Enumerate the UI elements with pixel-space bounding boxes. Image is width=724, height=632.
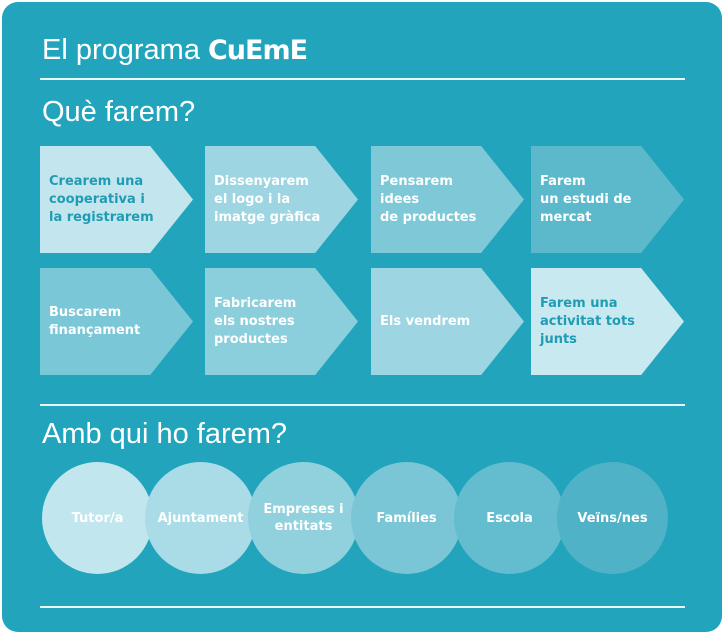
section-title-who: Amb qui ho farem?	[42, 418, 288, 450]
step-label: Farem una activitat tots junts	[540, 295, 635, 347]
step-label: Els vendrem	[380, 313, 471, 329]
cueme-logo: CuEmE	[207, 35, 308, 66]
step-label: Farem un estudi de mercat	[540, 173, 632, 225]
partner-circle: Escola	[454, 462, 565, 574]
divider	[40, 606, 685, 608]
step-label: Dissenyarem el logo i la imatge gràfica	[214, 173, 321, 225]
partner-circle: Famílies	[351, 462, 462, 574]
step-label: Buscarem finançament	[49, 304, 141, 338]
section-title-what: Què farem?	[42, 96, 196, 128]
partner-circle: Ajuntament	[145, 462, 256, 574]
step-label: Crearem una cooperativa i la registrarem	[49, 173, 154, 225]
partner-circle: Veïns/nes	[557, 462, 668, 574]
divider	[40, 78, 685, 80]
partner-circle: Tutor/a	[42, 462, 153, 574]
divider	[40, 404, 685, 406]
step-label: Fabricarem els nostres productes	[214, 295, 297, 347]
partner-circle: Empreses i entitats	[248, 462, 359, 574]
step-label: Pensarem idees de productes	[380, 173, 477, 225]
title-text: El programa	[42, 34, 200, 66]
